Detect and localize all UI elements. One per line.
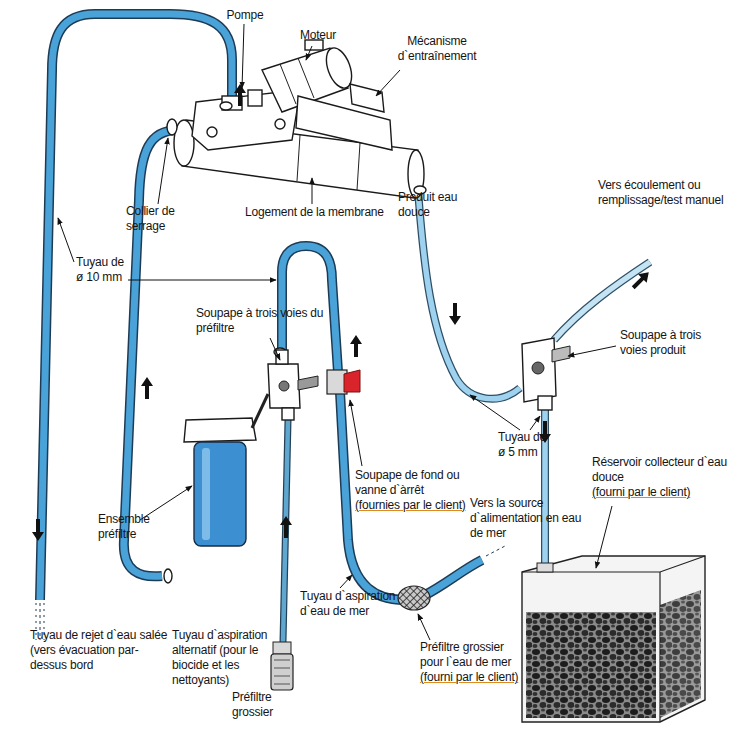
hose-size-label: Tuyau de ø 5 mm <box>498 430 550 460</box>
flow-arrows <box>234 84 246 106</box>
suction-hose <box>282 246 405 600</box>
prefilter-assembly <box>194 442 246 546</box>
flow-label: Vers écoulement ou remplissage/test manu… <box>598 178 726 208</box>
freshwater-tank <box>660 590 701 718</box>
hose-clamps <box>220 102 232 110</box>
prefilter-assembly <box>184 394 268 546</box>
flow-arrows <box>449 303 461 325</box>
prefilter-three-way-valve <box>279 381 289 391</box>
seawater-strainer <box>398 586 430 610</box>
valve-label: Soupape à trois voies produit <box>620 328 724 358</box>
flow-label: Produit eau douce <box>398 190 470 220</box>
supplier-note: (fourni par le client) <box>592 485 732 500</box>
leader-lines <box>312 178 313 204</box>
product-three-way-valve <box>552 346 570 362</box>
pump <box>207 127 217 137</box>
shutoff-valve <box>327 370 360 394</box>
freshwater-tank <box>526 612 656 718</box>
part-label: Mécanisme d`entraînement <box>382 34 492 64</box>
prefilter-three-way-valve <box>276 350 288 364</box>
motor-label: Moteur <box>288 28 348 43</box>
product-three-way-valve <box>532 362 544 374</box>
hose-clamps <box>164 569 172 583</box>
flow-label: Vers la source d`alimentation en eau de … <box>470 496 590 541</box>
tank-label: Réservoir collecteur d`eau douce <box>592 455 732 485</box>
motor <box>280 58 314 104</box>
pump <box>248 90 262 106</box>
drive-mechanism <box>350 84 384 112</box>
freshwater-tank <box>522 556 705 572</box>
valve-label: Soupape de fond ou vanne d`àrrêt <box>355 468 473 498</box>
pump-label: Pompe <box>222 8 268 23</box>
suction-hose <box>282 246 505 600</box>
flow-arrows <box>141 377 153 399</box>
part-label: Collier de serrage <box>126 204 192 234</box>
leader-lines <box>470 395 520 430</box>
alternative-suction-hose <box>271 654 293 690</box>
suction-hose <box>486 546 505 556</box>
flow-arrows <box>32 84 653 541</box>
alternative-suction-hose <box>273 642 291 654</box>
prefilter-three-way-valve <box>268 364 300 408</box>
product-hose <box>418 190 520 399</box>
leader-lines <box>350 400 362 466</box>
alternative-suction-hose <box>271 420 293 690</box>
valve-label: Soupape à trois voies du préfiltre <box>196 306 342 336</box>
leader-lines <box>158 138 168 204</box>
flow-arrows <box>350 335 362 357</box>
product-three-way-valve <box>522 338 556 402</box>
leader-lines <box>340 575 352 588</box>
freshwater-tank <box>537 563 553 572</box>
shutoff-valve <box>344 370 360 392</box>
leader-lines <box>530 416 540 430</box>
prefilter-three-way-valve <box>282 408 294 420</box>
product-hose <box>418 190 520 399</box>
prefilter-three-way-valve <box>298 376 318 390</box>
leader-lines <box>568 346 616 356</box>
supplier-note: (fournies par le client) <box>355 498 485 513</box>
leader-lines <box>242 24 244 88</box>
freshwater-tank <box>522 556 705 722</box>
flow-arrows <box>280 516 292 538</box>
membrane-housing <box>297 135 360 190</box>
leader-lines <box>128 280 276 281</box>
hose-label: Tuyau de rejet d`eau salée (vers évacuat… <box>30 628 170 673</box>
prefilter-three-way-valve <box>268 350 318 420</box>
seawater-strainer <box>398 586 430 610</box>
leader-lines <box>270 338 280 360</box>
flow-arrows <box>629 268 653 292</box>
suction-hose <box>425 560 482 595</box>
supplier-note: (fourni par le client) <box>420 670 540 685</box>
leader-lines <box>58 218 74 262</box>
prefilter-assembly <box>252 394 268 428</box>
part-label: Logement de la membrane <box>245 205 410 220</box>
hose-label: Tuyau d`aspiration d`eau de mer <box>300 589 400 619</box>
product-three-way-valve <box>538 396 552 410</box>
leader-lines <box>596 506 612 568</box>
feed-hose <box>124 130 178 576</box>
suction-hose <box>282 246 405 600</box>
leader-lines <box>418 614 430 640</box>
prefilter-assembly <box>202 448 210 540</box>
strainer-label: Préfiltre grossier <box>232 690 312 720</box>
flow-arrows <box>32 519 44 541</box>
hose-size-label: Tuyau de ø 10 mm <box>76 255 130 285</box>
feed-hose <box>124 130 178 576</box>
feed-hose <box>124 130 178 576</box>
leader-lines <box>306 46 312 60</box>
leader-lines <box>376 70 400 96</box>
alternative-suction-hose <box>274 660 290 684</box>
pump <box>275 119 285 129</box>
hose-label: Tuyau d`aspiration alternatif (pour le b… <box>172 628 284 688</box>
prefilter-assembly <box>184 418 256 442</box>
leader-lines <box>58 24 616 640</box>
freshwater-tank <box>522 556 705 722</box>
strainer-label: Préfiltre grossier pour l`eau de mer <box>420 640 530 670</box>
hose-clamps <box>167 119 177 135</box>
part-label: Ensemble préfiltre <box>98 512 178 542</box>
product-three-way-valve <box>522 338 570 410</box>
suction-hose <box>425 560 482 595</box>
